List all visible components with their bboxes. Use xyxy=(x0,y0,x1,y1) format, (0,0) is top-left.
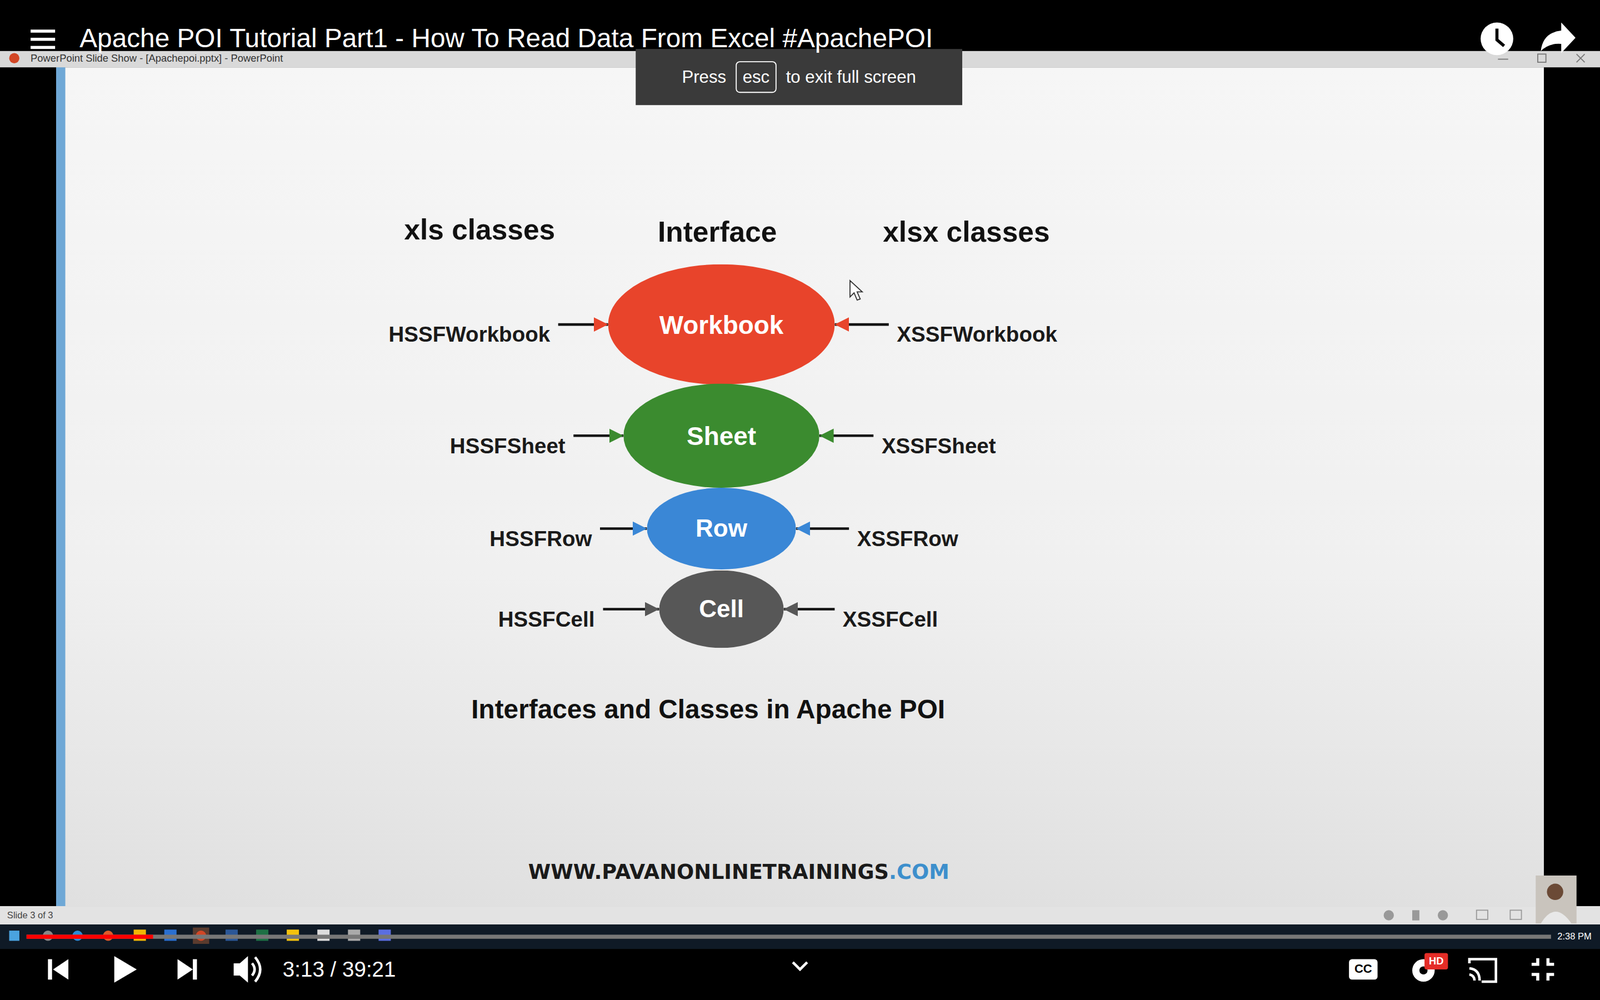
slide-stripe xyxy=(56,67,66,907)
mouse-cursor xyxy=(850,280,863,300)
interface-name: Sheet xyxy=(686,421,757,451)
oval-fill xyxy=(646,487,796,570)
class-label: HSSFWorkbook xyxy=(388,322,551,347)
class-label: HSSFSheet xyxy=(450,433,566,458)
slide-caption: Interfaces and Classes in Apache POI xyxy=(471,695,945,726)
column-heading: Interface xyxy=(657,216,777,249)
inheritance-arrow xyxy=(558,323,609,327)
website-domain: .COM xyxy=(888,860,950,884)
hd-badge: HD xyxy=(1428,955,1444,968)
class-label: XSSFCell xyxy=(842,607,939,632)
slide-counter: Slide 3 of 3 xyxy=(7,910,54,921)
oval-fill xyxy=(608,264,835,385)
captions-button-text: CC xyxy=(1354,962,1373,977)
status-bar xyxy=(0,906,1600,925)
toast-text: to exit full screen xyxy=(786,67,917,88)
player-controls xyxy=(47,953,1554,983)
video-title: Apache POI Tutorial Part1 - How To Read … xyxy=(79,23,933,54)
class-name: XSSFCell xyxy=(840,606,940,633)
slide-background xyxy=(56,67,1544,907)
watch-later-icon xyxy=(1480,22,1514,55)
clock-time: 2:38 PM xyxy=(1557,931,1592,943)
inheritance-arrow xyxy=(783,607,835,611)
oval-fill xyxy=(659,570,784,649)
inheritance-arrow xyxy=(819,434,874,438)
class-name: XSSFRow xyxy=(855,525,960,553)
share-icon xyxy=(1540,22,1575,53)
class-label: HSSFRow xyxy=(489,526,592,552)
presenter-thumbnail xyxy=(1535,875,1577,924)
class-name: HSSFCell xyxy=(496,606,598,633)
class-label: XSSFSheet xyxy=(881,433,997,458)
inheritance-arrow xyxy=(796,527,850,530)
window-buttons xyxy=(1497,53,1585,63)
column-heading: xls classes xyxy=(403,214,555,248)
interface-oval: Row xyxy=(646,487,796,570)
inheritance-arrow xyxy=(573,434,624,438)
interface-name: Cell xyxy=(698,595,744,624)
class-label: XSSFRow xyxy=(857,526,959,552)
interface-oval: Sheet xyxy=(623,383,820,488)
window-title: PowerPoint Slide Show - [Apachepoi.pptx]… xyxy=(30,52,283,64)
inheritance-arrow xyxy=(834,323,889,327)
progress-track xyxy=(26,934,1552,939)
interface-name: Workbook xyxy=(659,310,784,340)
website-name: WWW.PAVANONLINETRAININGS xyxy=(528,860,889,884)
interface-name: Row xyxy=(695,514,748,543)
class-name: HSSFRow xyxy=(487,525,594,553)
key-cap: esc xyxy=(735,61,777,94)
class-label: HSSFCell xyxy=(498,607,595,632)
video-time: 3:13 / 39:21 xyxy=(282,957,397,982)
toast-text: Press xyxy=(681,67,727,88)
column-heading: xlsx classes xyxy=(882,216,1050,249)
class-name: XSSFSheet xyxy=(879,432,998,460)
inheritance-arrow xyxy=(603,607,660,611)
taskbar xyxy=(0,924,1600,949)
class-name: HSSFSheet xyxy=(447,432,568,460)
class-label: XSSFWorkbook xyxy=(896,322,1058,347)
interface-oval: Cell xyxy=(659,570,784,649)
class-name: HSSFWorkbook xyxy=(386,321,553,348)
app-icon xyxy=(9,53,20,64)
website-banner: WWW.PAVANONLINETRAININGS.COM xyxy=(528,860,950,884)
interface-oval: Workbook xyxy=(608,264,835,385)
class-name: XSSFWorkbook xyxy=(895,321,1060,348)
inheritance-arrow xyxy=(600,527,647,530)
view-buttons xyxy=(1383,910,1522,920)
oval-fill xyxy=(623,383,820,488)
menu-icon xyxy=(30,29,55,49)
fullscreen-toast: Press esc to exit full screen xyxy=(635,48,963,105)
progress-played xyxy=(26,934,154,939)
